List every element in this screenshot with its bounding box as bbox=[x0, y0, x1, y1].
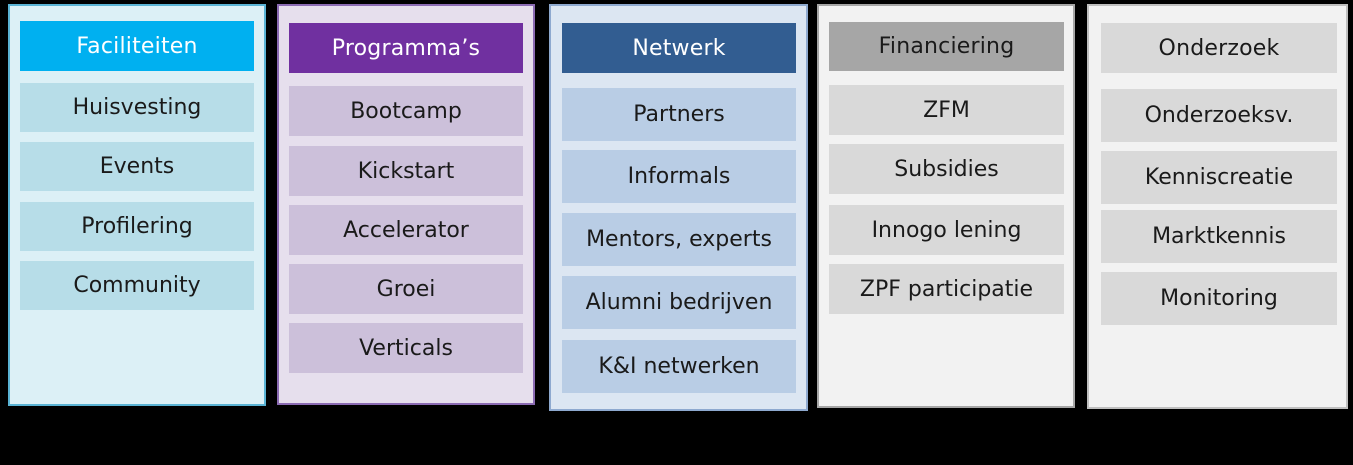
item-profilering: Profilering bbox=[20, 202, 254, 251]
item-groei: Groei bbox=[289, 264, 523, 314]
column-faciliteiten: Faciliteiten Huisvesting Events Profiler… bbox=[8, 4, 266, 406]
column-header-financiering: Financiering bbox=[829, 22, 1064, 71]
item-zfm: ZFM bbox=[829, 85, 1064, 135]
item-zpf-participatie: ZPF participatie bbox=[829, 264, 1064, 314]
column-netwerk: Netwerk Partners Informals Mentors, expe… bbox=[549, 4, 808, 411]
item-events: Events bbox=[20, 142, 254, 191]
item-kickstart: Kickstart bbox=[289, 146, 523, 196]
item-verticals: Verticals bbox=[289, 323, 523, 373]
item-partners: Partners bbox=[562, 88, 796, 141]
item-informals: Informals bbox=[562, 150, 796, 203]
item-ki-netwerken: K&I netwerken bbox=[562, 340, 796, 393]
column-header-programmas: Programma’s bbox=[289, 23, 523, 73]
item-alumni-bedrijven: Alumni bedrijven bbox=[562, 276, 796, 329]
column-header-onderzoek: Onderzoek bbox=[1101, 23, 1337, 73]
item-innogo-lening: Innogo lening bbox=[829, 205, 1064, 255]
item-marktkennis: Marktkennis bbox=[1101, 210, 1337, 263]
column-header-netwerk: Netwerk bbox=[562, 23, 796, 73]
column-header-faciliteiten: Faciliteiten bbox=[20, 21, 254, 71]
item-mentors-experts: Mentors, experts bbox=[562, 213, 796, 266]
item-community: Community bbox=[20, 261, 254, 310]
item-monitoring: Monitoring bbox=[1101, 272, 1337, 325]
item-onderzoeksv: Onderzoeksv. bbox=[1101, 89, 1337, 142]
item-huisvesting: Huisvesting bbox=[20, 83, 254, 132]
item-accelerator: Accelerator bbox=[289, 205, 523, 255]
item-subsidies: Subsidies bbox=[829, 144, 1064, 194]
column-financiering: Financiering ZFM Subsidies Innogo lening… bbox=[817, 4, 1075, 408]
column-onderzoek: Onderzoek Onderzoeksv. Kenniscreatie Mar… bbox=[1087, 4, 1348, 409]
column-programmas: Programma’s Bootcamp Kickstart Accelerat… bbox=[277, 4, 535, 405]
item-bootcamp: Bootcamp bbox=[289, 86, 523, 136]
item-kenniscreatie: Kenniscreatie bbox=[1101, 151, 1337, 204]
